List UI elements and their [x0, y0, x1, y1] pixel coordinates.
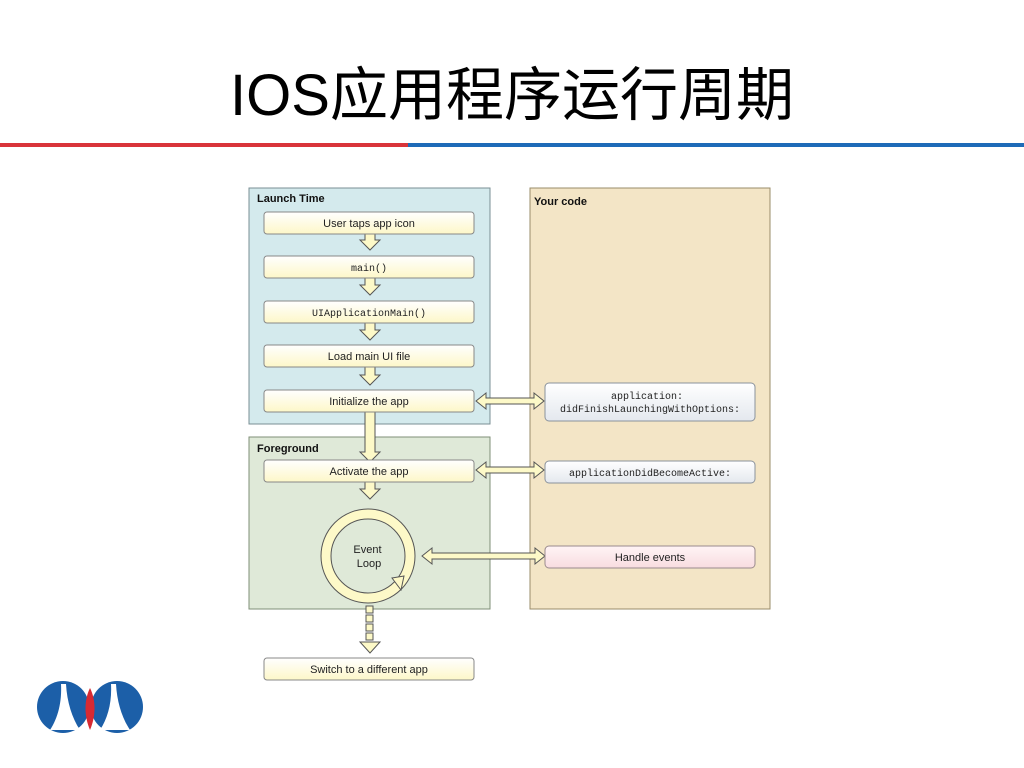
down-arrow [358, 233, 382, 500]
step-main: main() [351, 263, 387, 275]
switch-app-box [263, 657, 475, 681]
app-lifecycle-diagram: Launch Time Foreground Your code Event L… [248, 187, 771, 681]
step-uiapplicationmain: UIApplicationMain() [312, 308, 426, 320]
code-did-become-active-label: applicationDidBecomeActive: [569, 468, 731, 480]
down-arrow-1 [358, 233, 382, 251]
down-arrow-6 [358, 481, 382, 500]
code-box-did-finish [544, 382, 756, 422]
step-activate: Activate the app [330, 466, 409, 478]
down-arrow-4 [358, 366, 382, 386]
step-initialize: Initialize the app [329, 396, 409, 408]
double-arrow-did-finish [475, 391, 545, 411]
down-arrow-3 [358, 322, 382, 341]
title-divider-blue [408, 143, 1024, 147]
institution-logo-icon [37, 681, 143, 733]
double-arrow-did-become-active [475, 460, 545, 480]
code-box-handle-events [544, 545, 756, 569]
title-divider [0, 143, 1024, 149]
step-box [263, 300, 475, 324]
step-box [263, 344, 475, 368]
your-code-label: Your code [534, 196, 587, 208]
code-box-did-become-active [544, 460, 756, 484]
switch-app-label: Switch to a different app [310, 664, 428, 676]
title-divider-red [0, 143, 408, 147]
step-load-main-ui: Load main UI file [328, 351, 411, 363]
dashed-transition-arrow [358, 605, 382, 654]
step-box [263, 211, 475, 235]
step-user-taps: User taps app icon [323, 218, 415, 230]
step-box [263, 255, 475, 279]
event-loop-label: Event Loop [353, 544, 384, 570]
down-arrow-5 [358, 411, 382, 463]
slide-title: IOS应用程序运行周期 [230, 63, 794, 128]
step-box [263, 389, 475, 413]
step-box [263, 459, 475, 483]
loop-arrow-icon [391, 575, 405, 592]
foreground-label: Foreground [257, 443, 319, 455]
down-arrow-2 [358, 277, 382, 296]
event-loop-ring [320, 508, 416, 604]
launch-time-label: Launch Time [257, 193, 325, 205]
code-handle-events-label: Handle events [615, 552, 686, 564]
code-did-finish-label: application: didFinishLaunchingWithOptio… [560, 391, 740, 416]
